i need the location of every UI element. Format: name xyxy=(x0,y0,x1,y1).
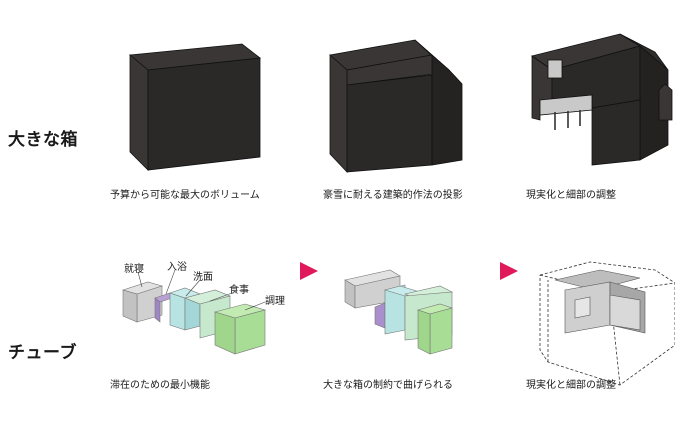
function-label-cook: 調理 xyxy=(265,296,285,307)
function-label-meal: 食事 xyxy=(229,285,249,296)
house-interior xyxy=(554,269,646,334)
tube-straight xyxy=(121,281,267,355)
play-triangle-icon xyxy=(300,262,318,280)
caption-tube1: 滞在のための最小機能 xyxy=(110,380,210,391)
row-title-big-box: 大きな箱 xyxy=(8,130,78,150)
play-triangle-icon xyxy=(500,262,518,280)
gabled-box-volume xyxy=(329,39,463,174)
row-title-tube: チューブ xyxy=(8,343,77,363)
realized-house-volume xyxy=(531,33,673,166)
big-box-volume xyxy=(129,43,262,171)
function-label-sleep: 就寝 xyxy=(124,264,144,275)
tube-bent xyxy=(344,269,454,355)
function-label-bath: 入浴 xyxy=(167,262,187,273)
caption-tube2: 大きな箱の制約で曲げられる xyxy=(323,380,453,391)
caption-tube3: 現実化と細部の調整 xyxy=(526,380,616,391)
caption-box2: 豪雪に耐える建築的作法の投影 xyxy=(323,190,463,201)
function-leaders xyxy=(137,269,266,311)
caption-box3: 現実化と細部の調整 xyxy=(526,190,616,201)
function-label-wash: 洗面 xyxy=(193,272,213,283)
caption-box1: 予算から可能な最大のボリューム xyxy=(110,190,260,201)
